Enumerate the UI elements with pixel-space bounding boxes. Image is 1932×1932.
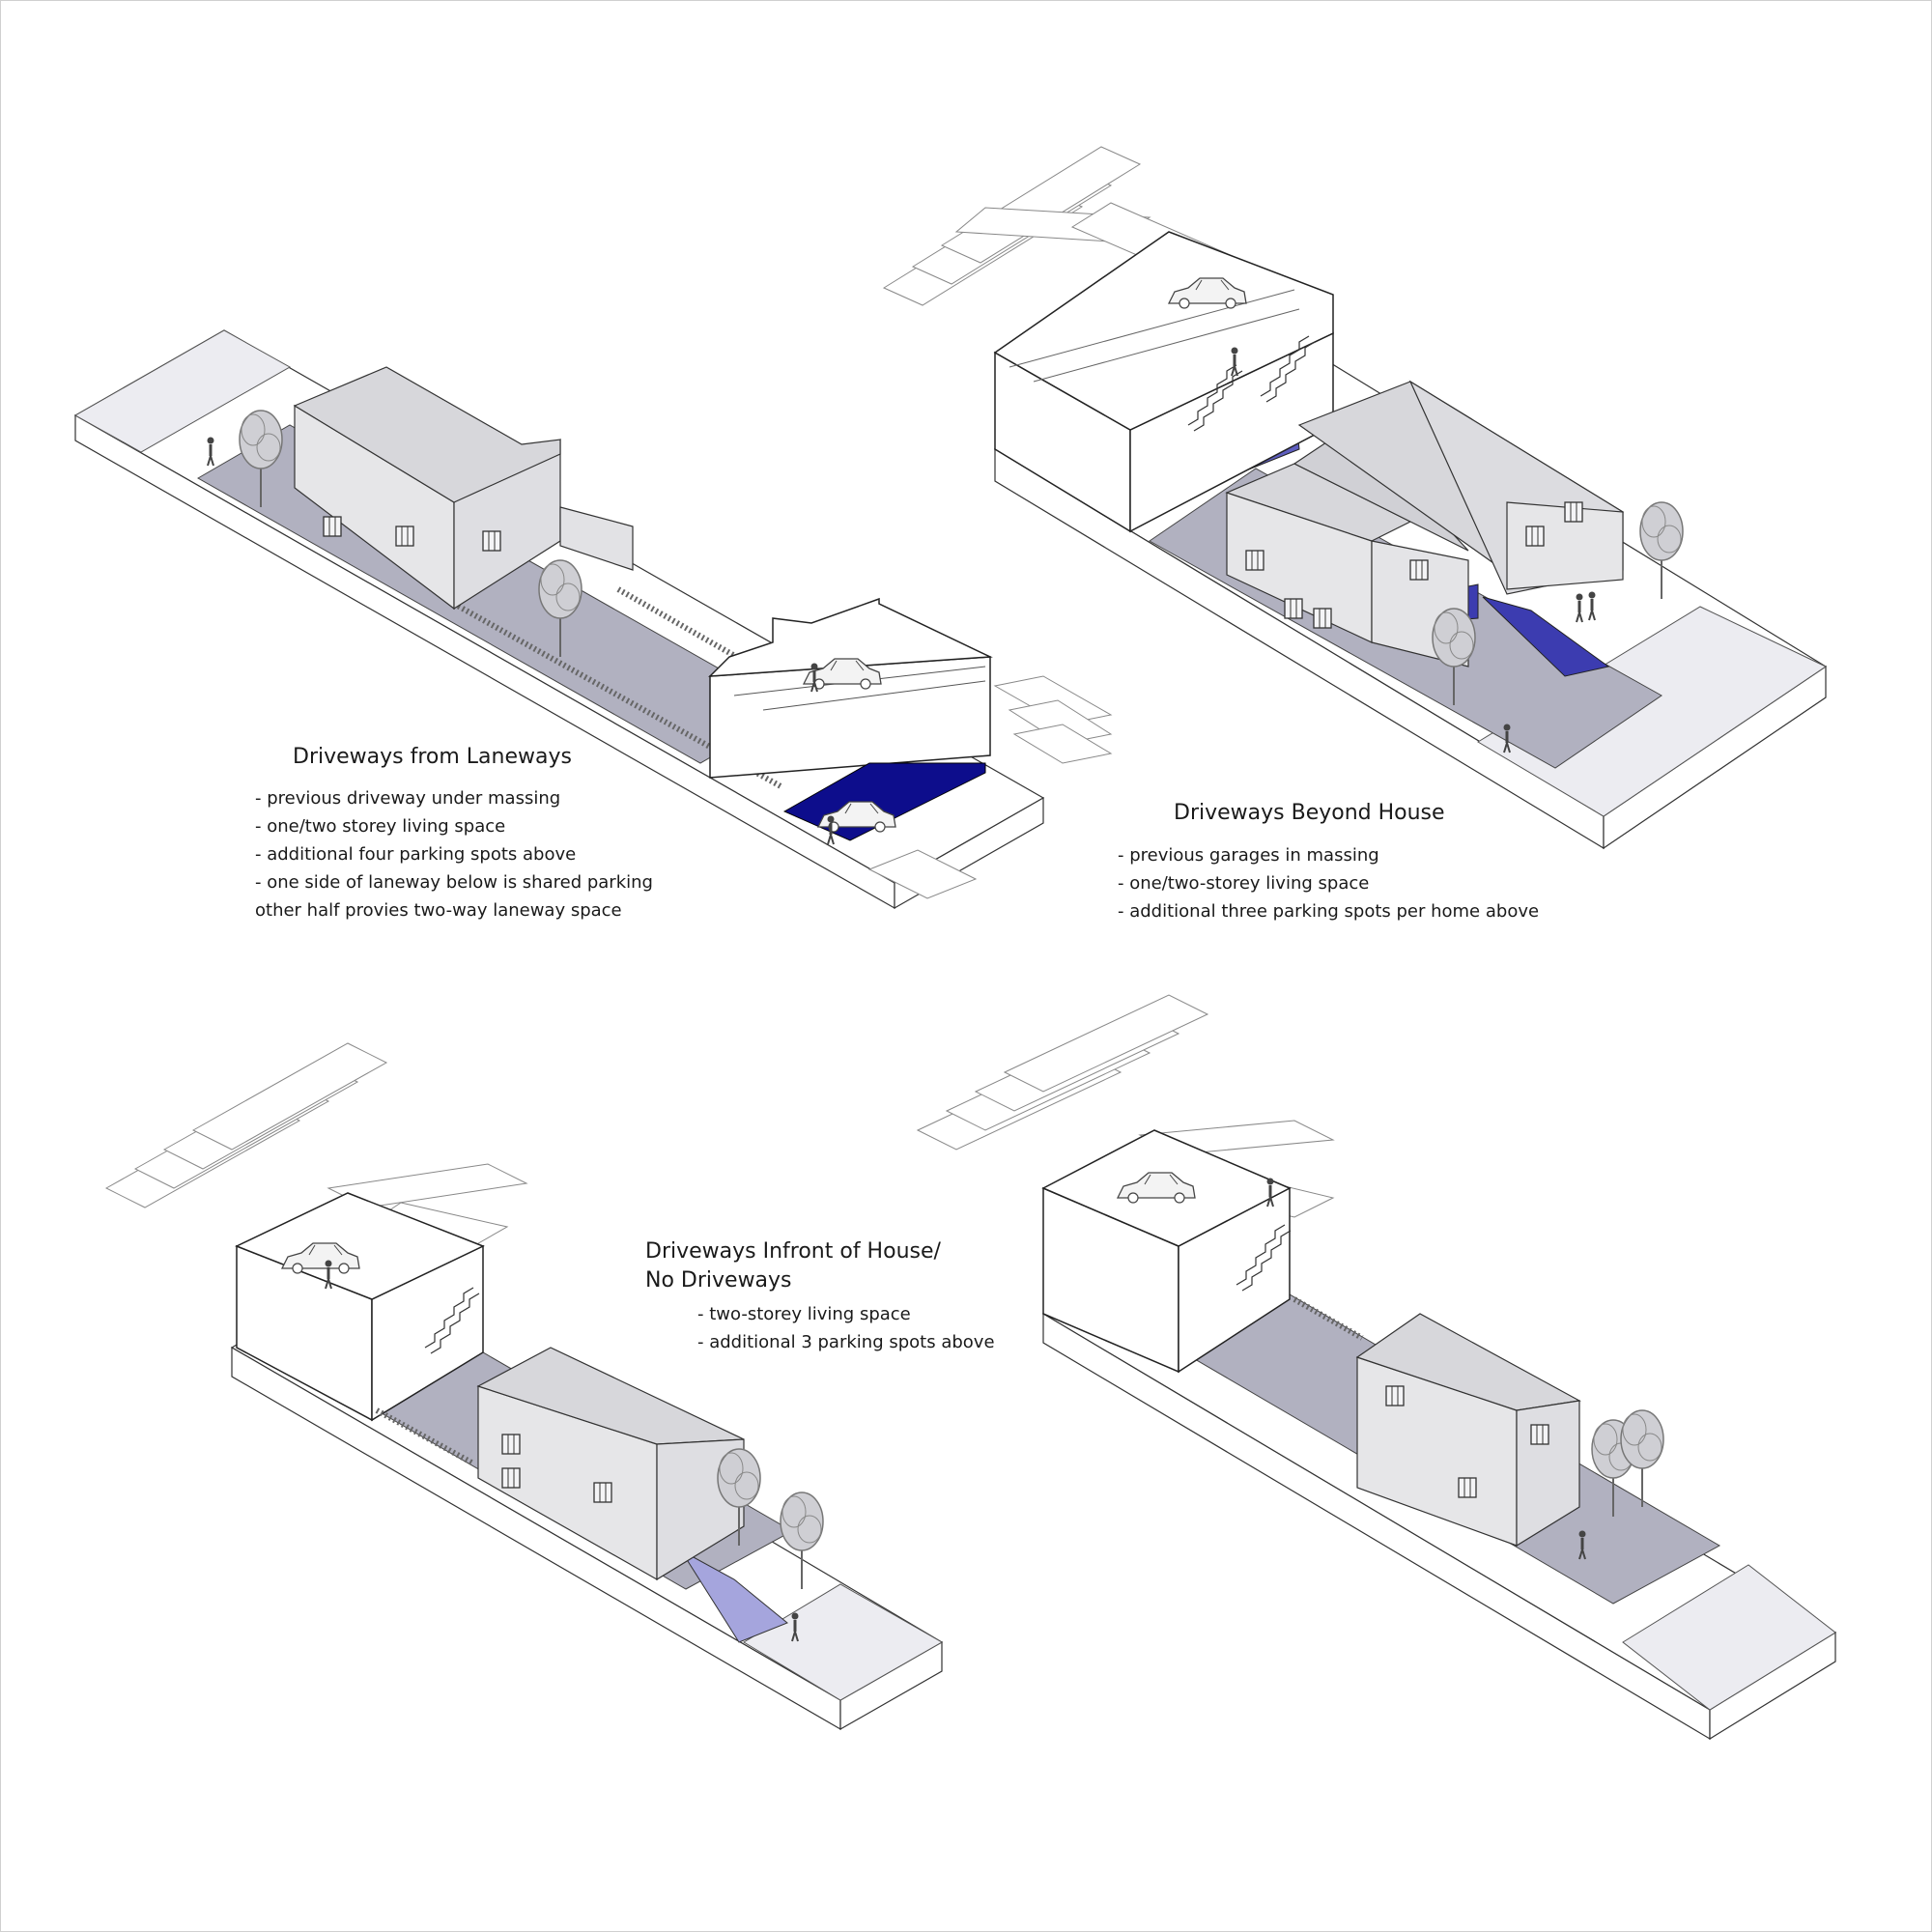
panel-2-notes: - previous garages in massing - one/two-… [1118, 841, 1539, 925]
panel-3-title-line: No Driveways [645, 1268, 792, 1293]
panel-infront-house-drawing [104, 1042, 944, 1731]
panel-3-note: - additional 3 parking spots above [697, 1332, 995, 1352]
panel-3-notes: - two-storey living space - additional 3… [697, 1300, 995, 1356]
panel-beyond-house-drawing [882, 146, 1828, 850]
panel-1-note: - previous driveway under massing [255, 788, 561, 809]
panel-3-title-line: Driveways Infront of House/ [645, 1239, 941, 1264]
panel-2-note: - one/two-storey living space [1118, 873, 1370, 894]
panel-1-notes: - previous driveway under massing - one/… [255, 784, 653, 924]
panel-2-title: Driveways Beyond House [1174, 801, 1445, 825]
panel-laneways-drawing [73, 329, 1113, 910]
panel-2-note: - previous garages in massing [1118, 845, 1379, 866]
panel-3-title: Driveways Infront of House/ No Driveways [645, 1237, 941, 1295]
panel-no-driveways-drawing [916, 994, 1837, 1741]
panel-1-note: other half provies two-way laneway space [255, 900, 622, 921]
panel-3-note: - two-storey living space [697, 1304, 911, 1324]
panel-1-note: - one side of laneway below is shared pa… [255, 872, 653, 893]
panel-1-note: - one/two storey living space [255, 816, 506, 837]
panel-1-title: Driveways from Laneways [293, 745, 572, 769]
panel-2-note: - additional three parking spots per hom… [1118, 901, 1540, 922]
panel-1-note: - additional four parking spots above [255, 844, 577, 865]
